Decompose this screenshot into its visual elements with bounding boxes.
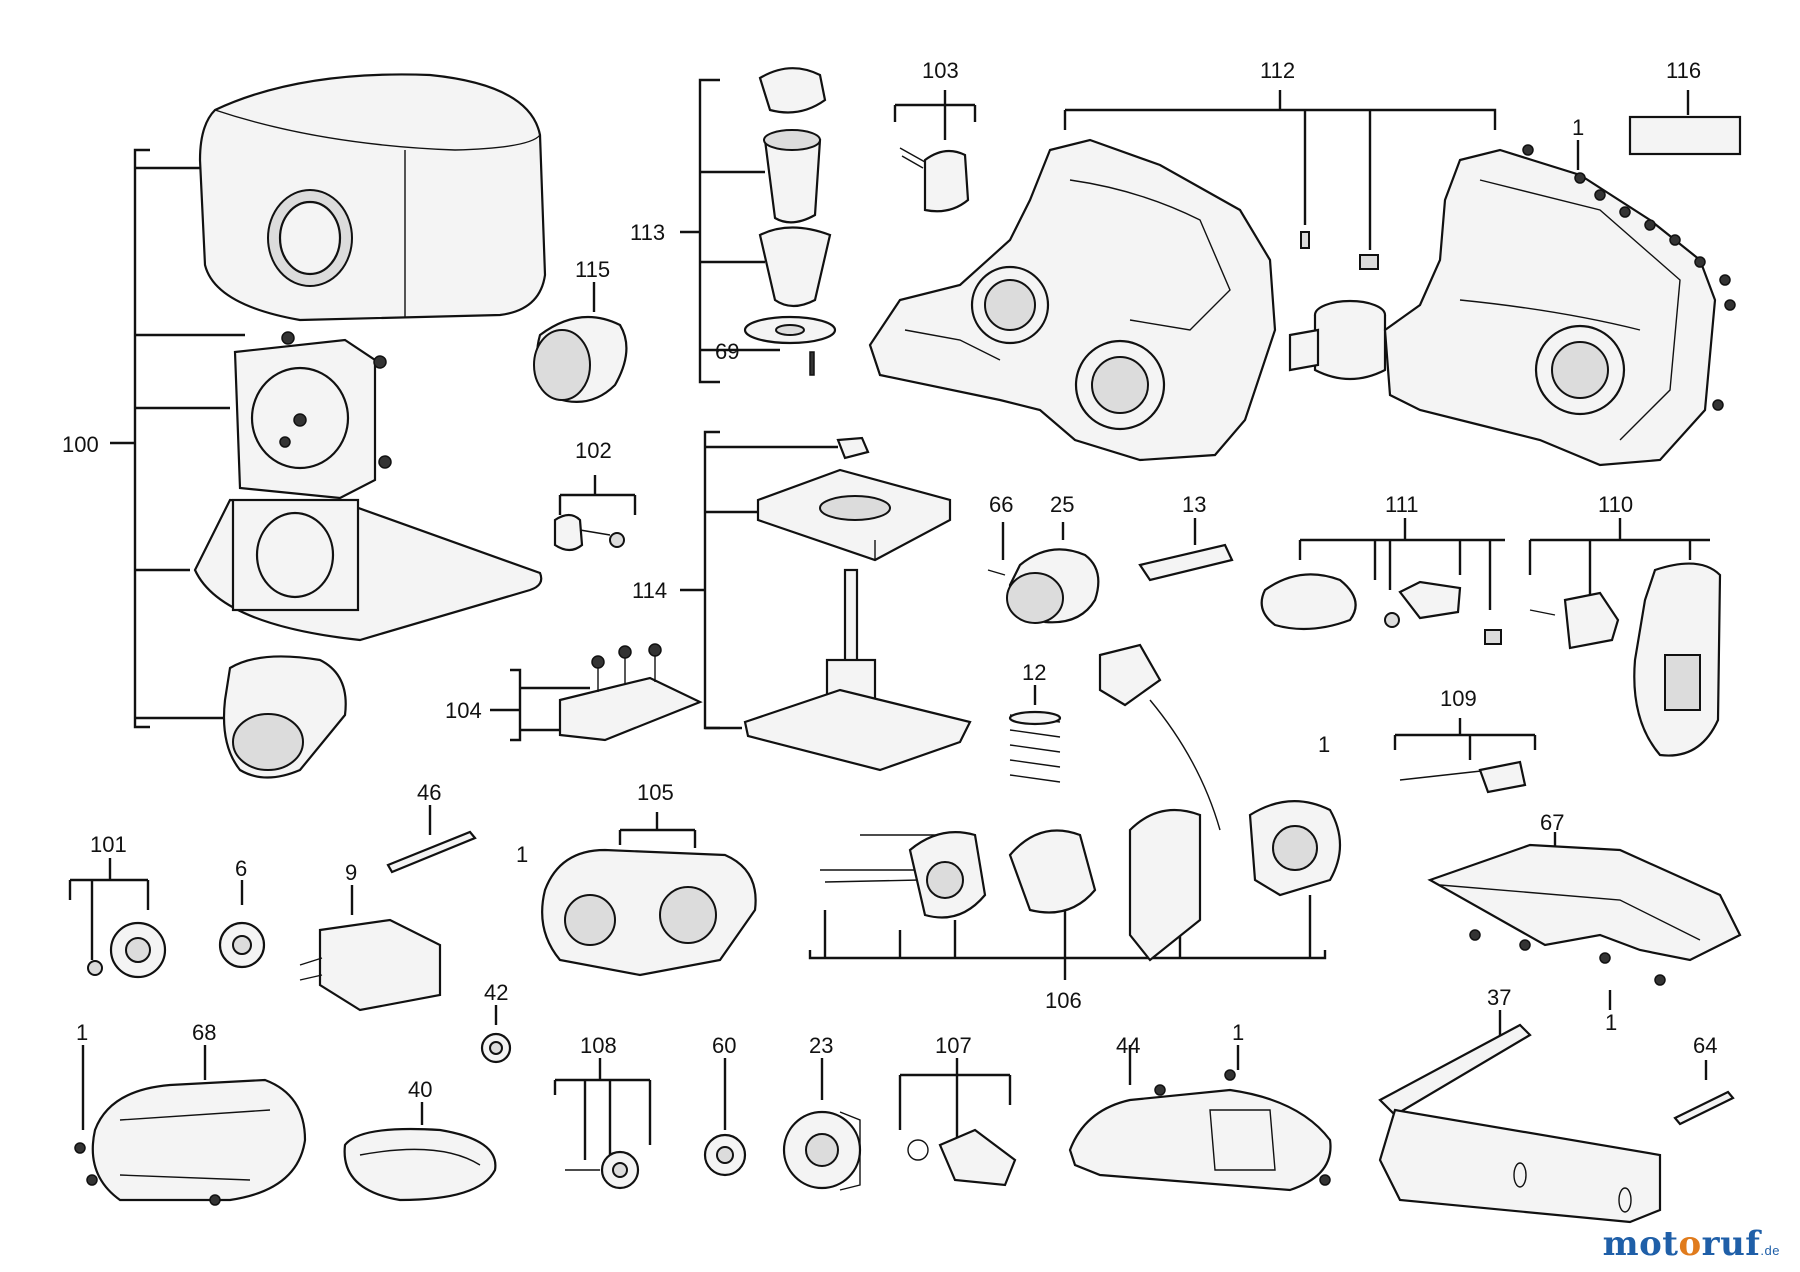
label-115: 115 [575, 257, 610, 282]
label-102: 102 [575, 438, 612, 463]
label-40: 40 [408, 1077, 432, 1102]
label-112: 112 [1260, 58, 1295, 83]
label-42: 42 [484, 980, 508, 1005]
group-111 [1260, 518, 1505, 645]
label-9: 9 [345, 860, 357, 885]
part-66-25 [987, 522, 1100, 624]
label-66: 66 [989, 492, 1013, 517]
part-12 [1008, 685, 1062, 783]
label-100: 100 [62, 432, 99, 457]
group-109 [1393, 718, 1537, 794]
label-12: 12 [1022, 660, 1046, 685]
part-44 [1068, 1045, 1332, 1192]
part-9 [299, 885, 442, 1012]
part-37 [1378, 1010, 1662, 1224]
group-106 [808, 643, 1341, 980]
label-44: 44 [1116, 1033, 1140, 1058]
group-101 [68, 858, 167, 979]
watermark-part1: mot [1602, 1224, 1679, 1264]
label-111: 111 [1385, 492, 1418, 517]
label-6: 6 [235, 856, 247, 881]
label-103: 103 [922, 58, 959, 83]
group-114 [680, 430, 972, 772]
label-1-base: 1 [1605, 1010, 1617, 1035]
label-23: 23 [809, 1033, 833, 1058]
part-23 [782, 1058, 862, 1191]
label-107: 107 [935, 1033, 972, 1058]
label-113: 113 [630, 220, 665, 245]
watermark-part3: ruf [1701, 1224, 1761, 1264]
label-46: 46 [417, 780, 441, 805]
group-110 [1528, 518, 1722, 757]
part-40 [343, 1102, 497, 1202]
group-1-screws-housing [1522, 140, 1736, 411]
part-42 [480, 1005, 512, 1064]
watermark-part2: o [1678, 1224, 1702, 1264]
label-25: 25 [1050, 492, 1074, 517]
label-110: 110 [1598, 492, 1633, 517]
label-69: 69 [715, 339, 739, 364]
label-68: 68 [192, 1020, 216, 1045]
group-100 [110, 73, 547, 779]
part-116 [1628, 90, 1742, 156]
label-104: 104 [445, 698, 482, 723]
watermark-tld: .de [1760, 1243, 1780, 1258]
label-106: 106 [1045, 988, 1082, 1013]
label-1-housing: 1 [1572, 115, 1584, 140]
part-13 [1138, 518, 1234, 582]
label-101: 101 [90, 832, 127, 857]
part-46 [386, 805, 477, 874]
label-105: 105 [637, 780, 674, 805]
motoruf-watermark: motoruf.de [1603, 1224, 1780, 1264]
label-1-cover: 1 [76, 1020, 88, 1045]
part-67 [1427, 832, 1742, 1010]
label-67: 67 [1540, 810, 1564, 835]
label-1-motor: 1 [1318, 732, 1330, 757]
group-103 [893, 90, 977, 213]
part-60 [703, 1058, 747, 1177]
label-64: 64 [1693, 1033, 1717, 1058]
label-108: 108 [580, 1033, 617, 1058]
group-112 [868, 90, 1717, 467]
group-113 [680, 67, 837, 384]
label-1-belt-cover: 1 [1232, 1020, 1244, 1045]
label-37: 37 [1487, 985, 1511, 1010]
group-104 [490, 643, 703, 742]
part-6 [218, 880, 266, 969]
label-1-gearcase: 1 [516, 842, 528, 867]
group-108 [553, 1058, 652, 1190]
part-115 [533, 282, 628, 403]
label-60: 60 [712, 1033, 736, 1058]
part-64 [1673, 1060, 1735, 1126]
label-13: 13 [1182, 492, 1206, 517]
part-68 [74, 1045, 307, 1206]
group-102 [553, 475, 637, 552]
group-107 [898, 1058, 1017, 1187]
label-116: 116 [1666, 58, 1701, 83]
group-105 [541, 812, 757, 977]
label-109: 109 [1440, 686, 1477, 711]
label-114: 114 [632, 578, 667, 603]
